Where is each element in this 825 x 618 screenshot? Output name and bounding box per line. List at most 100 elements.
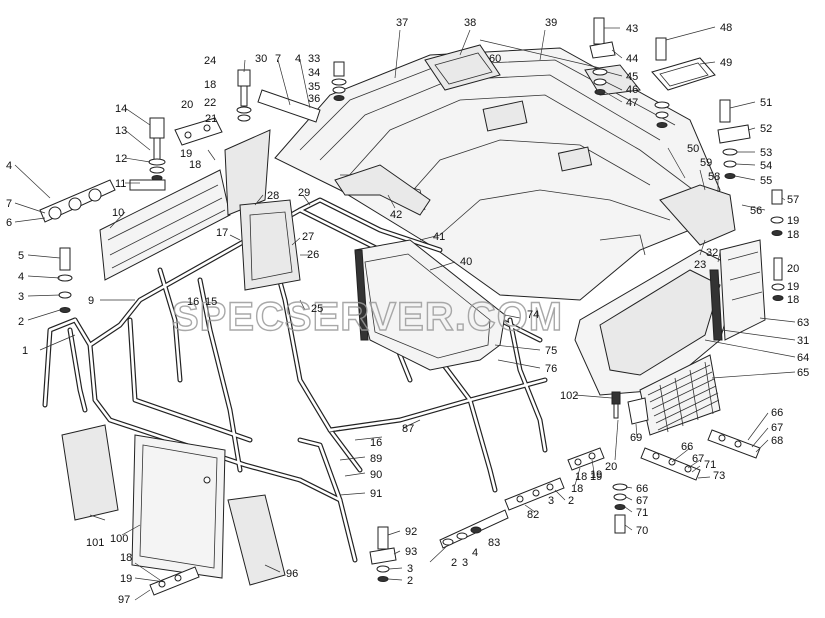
part-label: 3 xyxy=(462,557,468,569)
bolt-stack-43 xyxy=(589,17,616,95)
part-label: 82 xyxy=(527,509,539,521)
part-label: 43 xyxy=(626,23,638,35)
bolt-48 xyxy=(655,37,667,61)
part-label: 70 xyxy=(636,525,648,537)
part-label: 16 xyxy=(187,296,199,308)
part-label: 56 xyxy=(750,205,762,217)
part-label: 52 xyxy=(760,123,772,135)
part-label: 58 xyxy=(708,171,720,183)
part-label: 83 xyxy=(488,537,500,549)
bolt-stack-51 xyxy=(717,99,751,179)
part-label: 97 xyxy=(118,594,130,606)
part-label: 49 xyxy=(720,57,732,69)
part-label: 96 xyxy=(286,568,298,580)
part-label: 19 xyxy=(180,148,192,160)
part-label: 101 xyxy=(86,537,104,549)
part-label: 57 xyxy=(787,194,799,206)
part-label: 17 xyxy=(216,227,228,239)
part-label: 100 xyxy=(110,533,128,545)
part-label: 20 xyxy=(787,263,799,275)
bolt-stack-20-right xyxy=(771,257,785,301)
part-label: 66 xyxy=(771,407,783,419)
bracket-20 xyxy=(174,117,223,146)
part-label: 27 xyxy=(302,231,314,243)
part-label: 93 xyxy=(405,546,417,558)
bolt-stack-left xyxy=(148,117,166,181)
part-labels: 1 2 3 4 5 9 10 6 7 4 11 12 13 14 20 19 1… xyxy=(6,17,809,606)
part-label: 18 xyxy=(787,294,799,306)
part-label: 41 xyxy=(433,231,445,243)
right-side-wall xyxy=(574,184,766,396)
part-label: 2 xyxy=(407,575,413,587)
part-label: 74 xyxy=(527,309,539,321)
bar-66-73 xyxy=(640,447,701,481)
part-label: 44 xyxy=(626,53,638,65)
part-label: 13 xyxy=(115,125,127,137)
part-label: 33 xyxy=(308,53,320,65)
part-label: 14 xyxy=(115,103,127,115)
part-label: 55 xyxy=(760,175,772,187)
part-label: 29 xyxy=(298,187,310,199)
part-label: 2 xyxy=(568,495,574,507)
part-label: 46 xyxy=(626,84,638,96)
part-label: 91 xyxy=(370,488,382,500)
bar-82 xyxy=(504,477,565,511)
part-label: 67 xyxy=(636,495,648,507)
part-label: 40 xyxy=(460,256,472,268)
part-label: 28 xyxy=(267,190,279,202)
part-label: 35 xyxy=(308,81,320,93)
part-label: 71 xyxy=(636,507,648,519)
part-label: 67 xyxy=(692,453,704,465)
part-label: 59 xyxy=(700,157,712,169)
part-label: 1 xyxy=(22,345,28,357)
part-label: 3 xyxy=(548,495,554,507)
part-label: 26 xyxy=(307,249,319,261)
part-label: 12 xyxy=(115,153,127,165)
bolt-stack-24 xyxy=(236,69,252,122)
part-label: 6 xyxy=(6,217,12,229)
part-label: 66 xyxy=(636,483,648,495)
part-label: 53 xyxy=(760,147,772,159)
bar-66-68 xyxy=(707,429,761,459)
lower-mid-panel xyxy=(227,494,286,586)
bar-30 xyxy=(257,89,321,123)
part-label: 19 xyxy=(787,215,799,227)
part-label: 65 xyxy=(797,367,809,379)
left-side-panel xyxy=(239,199,301,291)
lower-left-panel xyxy=(61,424,119,521)
bolt-stack-57 xyxy=(770,189,784,236)
part-label: 3 xyxy=(407,563,413,575)
part-label: 34 xyxy=(308,67,320,79)
part-label: 69 xyxy=(630,432,642,444)
part-label: 21 xyxy=(205,113,217,125)
part-label: 76 xyxy=(545,363,557,375)
part-label: 47 xyxy=(626,97,638,109)
part-label: 4 xyxy=(18,271,24,283)
part-label: 20 xyxy=(605,461,617,473)
part-label: 39 xyxy=(545,17,557,29)
part-label: 7 xyxy=(6,198,12,210)
part-label: 18 xyxy=(204,79,216,91)
part-label: 68 xyxy=(771,435,783,447)
part-label: 23 xyxy=(694,259,706,271)
part-label: 102 xyxy=(560,390,578,402)
part-label: 67 xyxy=(771,422,783,434)
bracket-69 xyxy=(611,391,649,425)
part-label: 89 xyxy=(370,453,382,465)
part-label: 50 xyxy=(687,143,699,155)
part-label: 22 xyxy=(204,97,216,109)
bolt-stack-5 xyxy=(57,247,73,313)
part-label: 19 xyxy=(590,471,602,483)
part-label: 38 xyxy=(464,17,476,29)
part-label: 11 xyxy=(115,178,126,190)
leader-lines xyxy=(14,26,796,601)
part-label: 18 xyxy=(571,483,583,495)
bar-97 xyxy=(149,566,200,596)
bolt-83 xyxy=(439,509,509,549)
part-label: 63 xyxy=(797,317,809,329)
bracket-11 xyxy=(129,179,166,191)
part-label: 45 xyxy=(626,71,638,83)
rear-wall-panel xyxy=(354,239,506,371)
